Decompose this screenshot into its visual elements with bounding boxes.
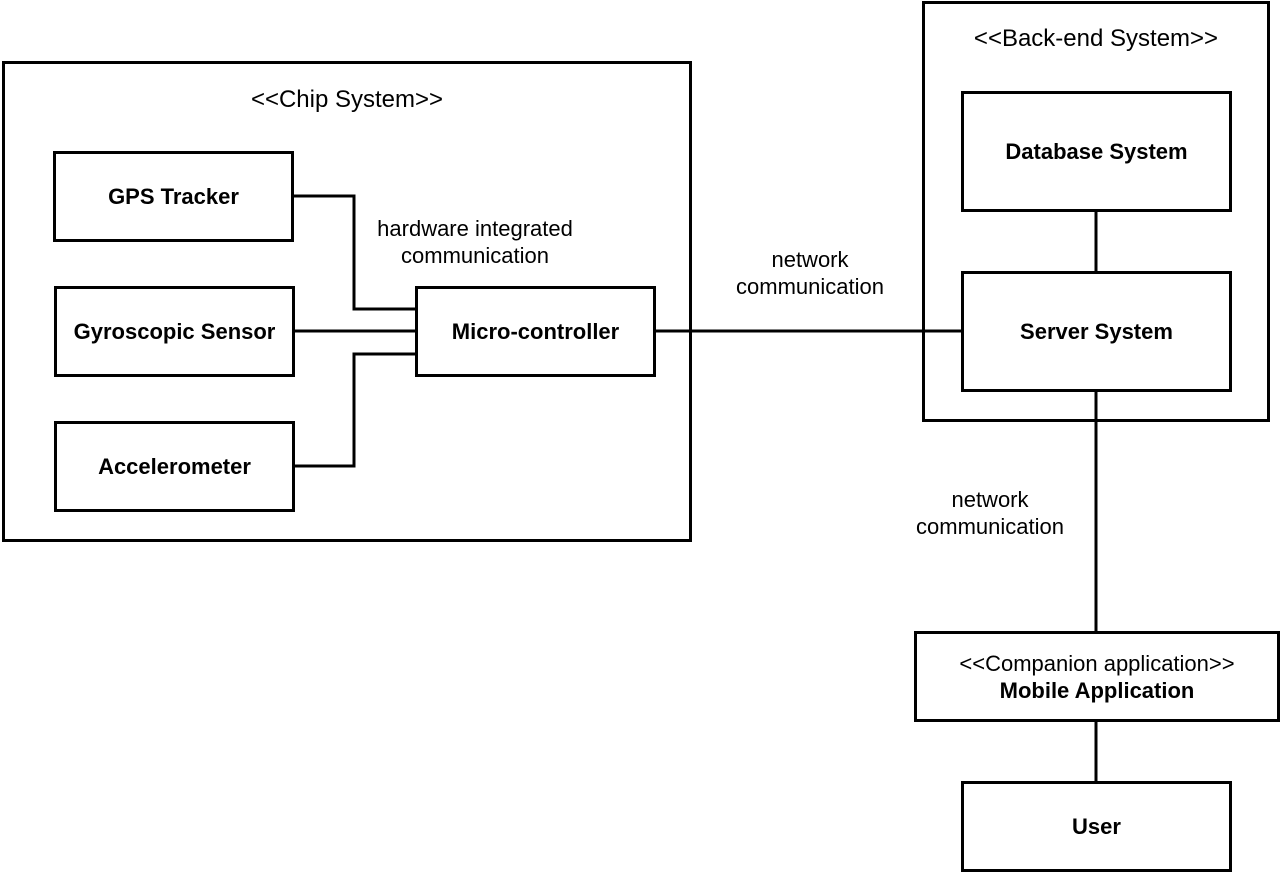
server-system-label: Server System (1020, 319, 1173, 344)
gyroscopic-sensor-label: Gyroscopic Sensor (73, 319, 276, 344)
mobile-application-node[interactable]: <<Companion application>> Mobile Applica… (914, 631, 1280, 722)
mobile-application-stereotype: <<Companion application>> (959, 650, 1235, 676)
database-system-node[interactable]: Database System (961, 91, 1232, 212)
gps-tracker-node[interactable]: GPS Tracker (53, 151, 294, 242)
hardware-label-line2: communication (401, 243, 549, 268)
network-server-label-line2: communication (736, 274, 884, 299)
network-mobile-label-line2: communication (916, 514, 1064, 539)
user-label: User (1072, 814, 1121, 839)
network-communication-mobile-label: network communication (890, 486, 1090, 540)
hardware-communication-label: hardware integrated communication (355, 215, 595, 269)
micro-controller-node[interactable]: Micro-controller (415, 286, 656, 377)
database-system-label: Database System (1005, 139, 1188, 164)
accelerometer-node[interactable]: Accelerometer (54, 421, 295, 512)
micro-controller-label: Micro-controller (451, 319, 620, 344)
backend-system-container: <<Back-end System>> (922, 1, 1270, 422)
backend-system-title: <<Back-end System>> (973, 25, 1219, 52)
network-communication-server-label: network communication (710, 246, 910, 300)
user-node[interactable]: User (961, 781, 1232, 872)
server-system-node[interactable]: Server System (961, 271, 1232, 392)
network-mobile-label-line1: network (951, 487, 1029, 512)
hardware-label-line1: hardware integrated (377, 216, 573, 241)
gyroscopic-sensor-node[interactable]: Gyroscopic Sensor (54, 286, 295, 377)
chip-system-title: <<Chip System>> (250, 86, 444, 113)
network-server-label-line1: network (771, 247, 849, 272)
gps-tracker-label: GPS Tracker (108, 184, 239, 209)
chip-system-container: <<Chip System>> (2, 61, 692, 542)
mobile-application-label: Mobile Application (999, 677, 1195, 703)
accelerometer-label: Accelerometer (98, 454, 251, 479)
